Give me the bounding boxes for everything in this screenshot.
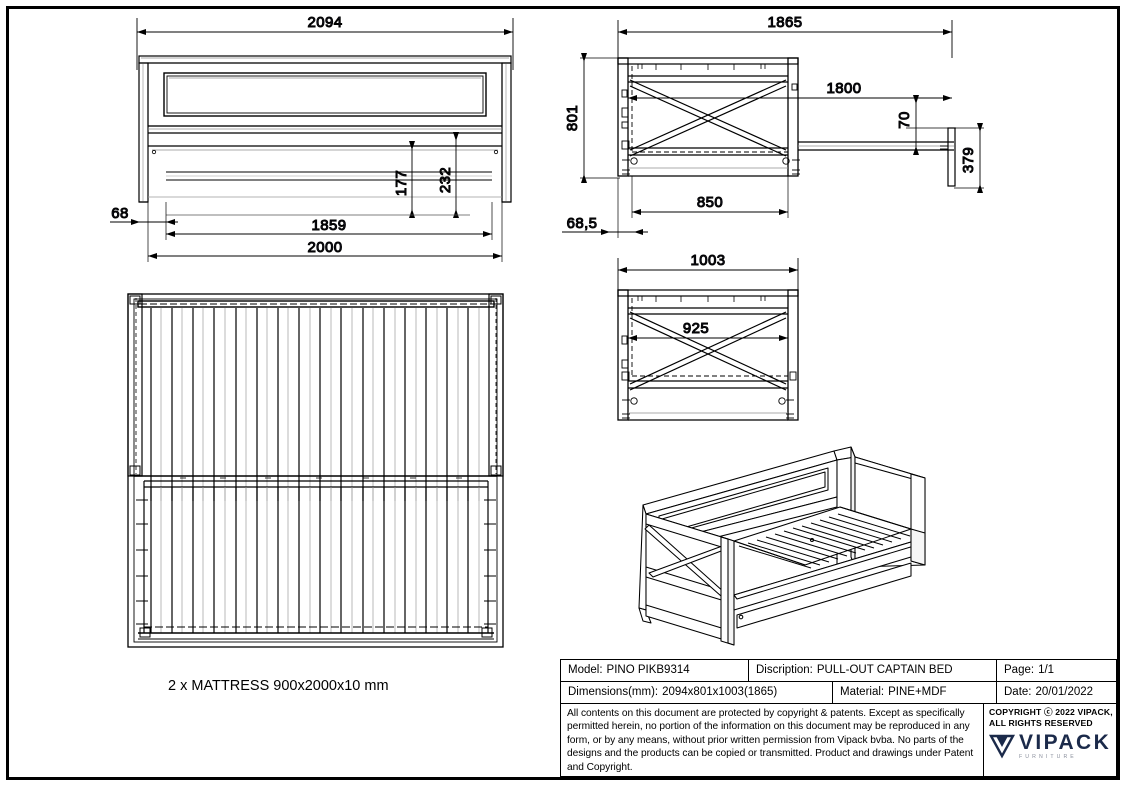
dim-label-925: 925: [683, 320, 709, 337]
dim-850: [631, 176, 789, 218]
dim-2000: [147, 202, 503, 262]
title-block: Model: PINO PIKB9314 Discription: PULL-O…: [560, 659, 1117, 777]
dim-801: [580, 53, 620, 183]
vipack-logo: VIPACK FURNITURE: [988, 731, 1112, 761]
page-value: 1/1: [1038, 664, 1055, 677]
material-cell: Material: PINE+MDF: [833, 681, 997, 703]
date-cell: Date: 20/01/2022: [997, 682, 1116, 703]
dim-68: [110, 219, 178, 225]
brand-cell: COPYRIGHT ⓒ 2022 VIPACK, ALL RIGHTS RESE…: [984, 704, 1116, 776]
model-value: PINO PIKB9314: [606, 664, 690, 677]
copyright-line-1: COPYRIGHT ⓒ 2022 VIPACK,: [989, 706, 1113, 717]
model-cell: Model: PINO PIKB9314: [561, 660, 749, 681]
dim-1800: [628, 95, 952, 101]
title-block-row-3: All contents on this document are protec…: [561, 703, 1116, 776]
brand-name: VIPACK: [1019, 731, 1112, 755]
vipack-mark-icon: [988, 735, 1016, 759]
dim-label-1800: 1800: [827, 80, 862, 97]
description-value: PULL-OUT CAPTAIN BED: [816, 664, 953, 677]
description-cell: Discription: PULL-OUT CAPTAIN BED: [749, 660, 997, 681]
material-value: PINE+MDF: [888, 686, 947, 699]
dim-2094: [136, 18, 514, 70]
dim-1003: [617, 258, 799, 292]
description-label: Discription:: [756, 664, 813, 677]
dim-label-177: 177: [393, 170, 410, 196]
dim-label-68-5: 68,5: [567, 215, 598, 232]
brand-tagline: FURNITURE: [1019, 754, 1077, 761]
dim-label-801: 801: [564, 105, 581, 131]
plan-view: [120, 288, 520, 648]
dim-68-5: [562, 178, 648, 238]
mattress-caption: 2 x MATTRESS 900x2000x10 mm: [168, 678, 389, 694]
dim-label-68: 68: [111, 205, 129, 222]
dim-label-1865: 1865: [768, 14, 803, 31]
title-block-row-2: Dimensions(mm): 2094x801x1003(1865) Mate…: [561, 681, 1116, 704]
front-elevation-view: 2094: [0, 0, 560, 290]
legal-notice: All contents on this document are protec…: [561, 703, 984, 776]
dim-label-379: 379: [960, 147, 977, 173]
page-cell: Page: 1/1: [997, 660, 1116, 681]
dim-label-70: 70: [896, 111, 913, 129]
title-block-row-1: Model: PINO PIKB9314 Discription: PULL-O…: [561, 660, 1116, 682]
side-elevation-view: 1865: [556, 0, 1126, 280]
end-elevation-view: 1003: [556, 248, 916, 448]
dimensions-value: 2094x801x1003(1865): [662, 686, 778, 699]
dim-925: [628, 335, 788, 341]
dim-232: [453, 132, 459, 218]
dim-label-2094: 2094: [308, 14, 343, 31]
drawing-border: [6, 6, 1120, 780]
page-label: Page:: [1004, 664, 1035, 677]
dim-1859: [165, 202, 493, 240]
dim-70: [906, 95, 956, 155]
material-label: Material:: [840, 686, 885, 699]
copyright-line-2: ALL RIGHTS RESERVED: [989, 718, 1093, 729]
dim-label-1859: 1859: [312, 217, 347, 234]
dimensions-label: Dimensions(mm):: [568, 686, 659, 699]
dim-label-1003: 1003: [691, 252, 726, 269]
dim-177: [409, 141, 415, 218]
dim-379: [954, 123, 984, 193]
isometric-view: [615, 445, 1035, 650]
date-label: Date:: [1004, 686, 1032, 699]
dim-label-850: 850: [697, 194, 723, 211]
dim-label-2000: 2000: [308, 239, 343, 256]
model-label: Model:: [568, 664, 603, 677]
dim-label-232: 232: [437, 167, 454, 193]
dim-1865: [617, 20, 953, 58]
dimensions-cell: Dimensions(mm): 2094x801x1003(1865): [561, 681, 833, 703]
date-value: 20/01/2022: [1035, 686, 1094, 699]
